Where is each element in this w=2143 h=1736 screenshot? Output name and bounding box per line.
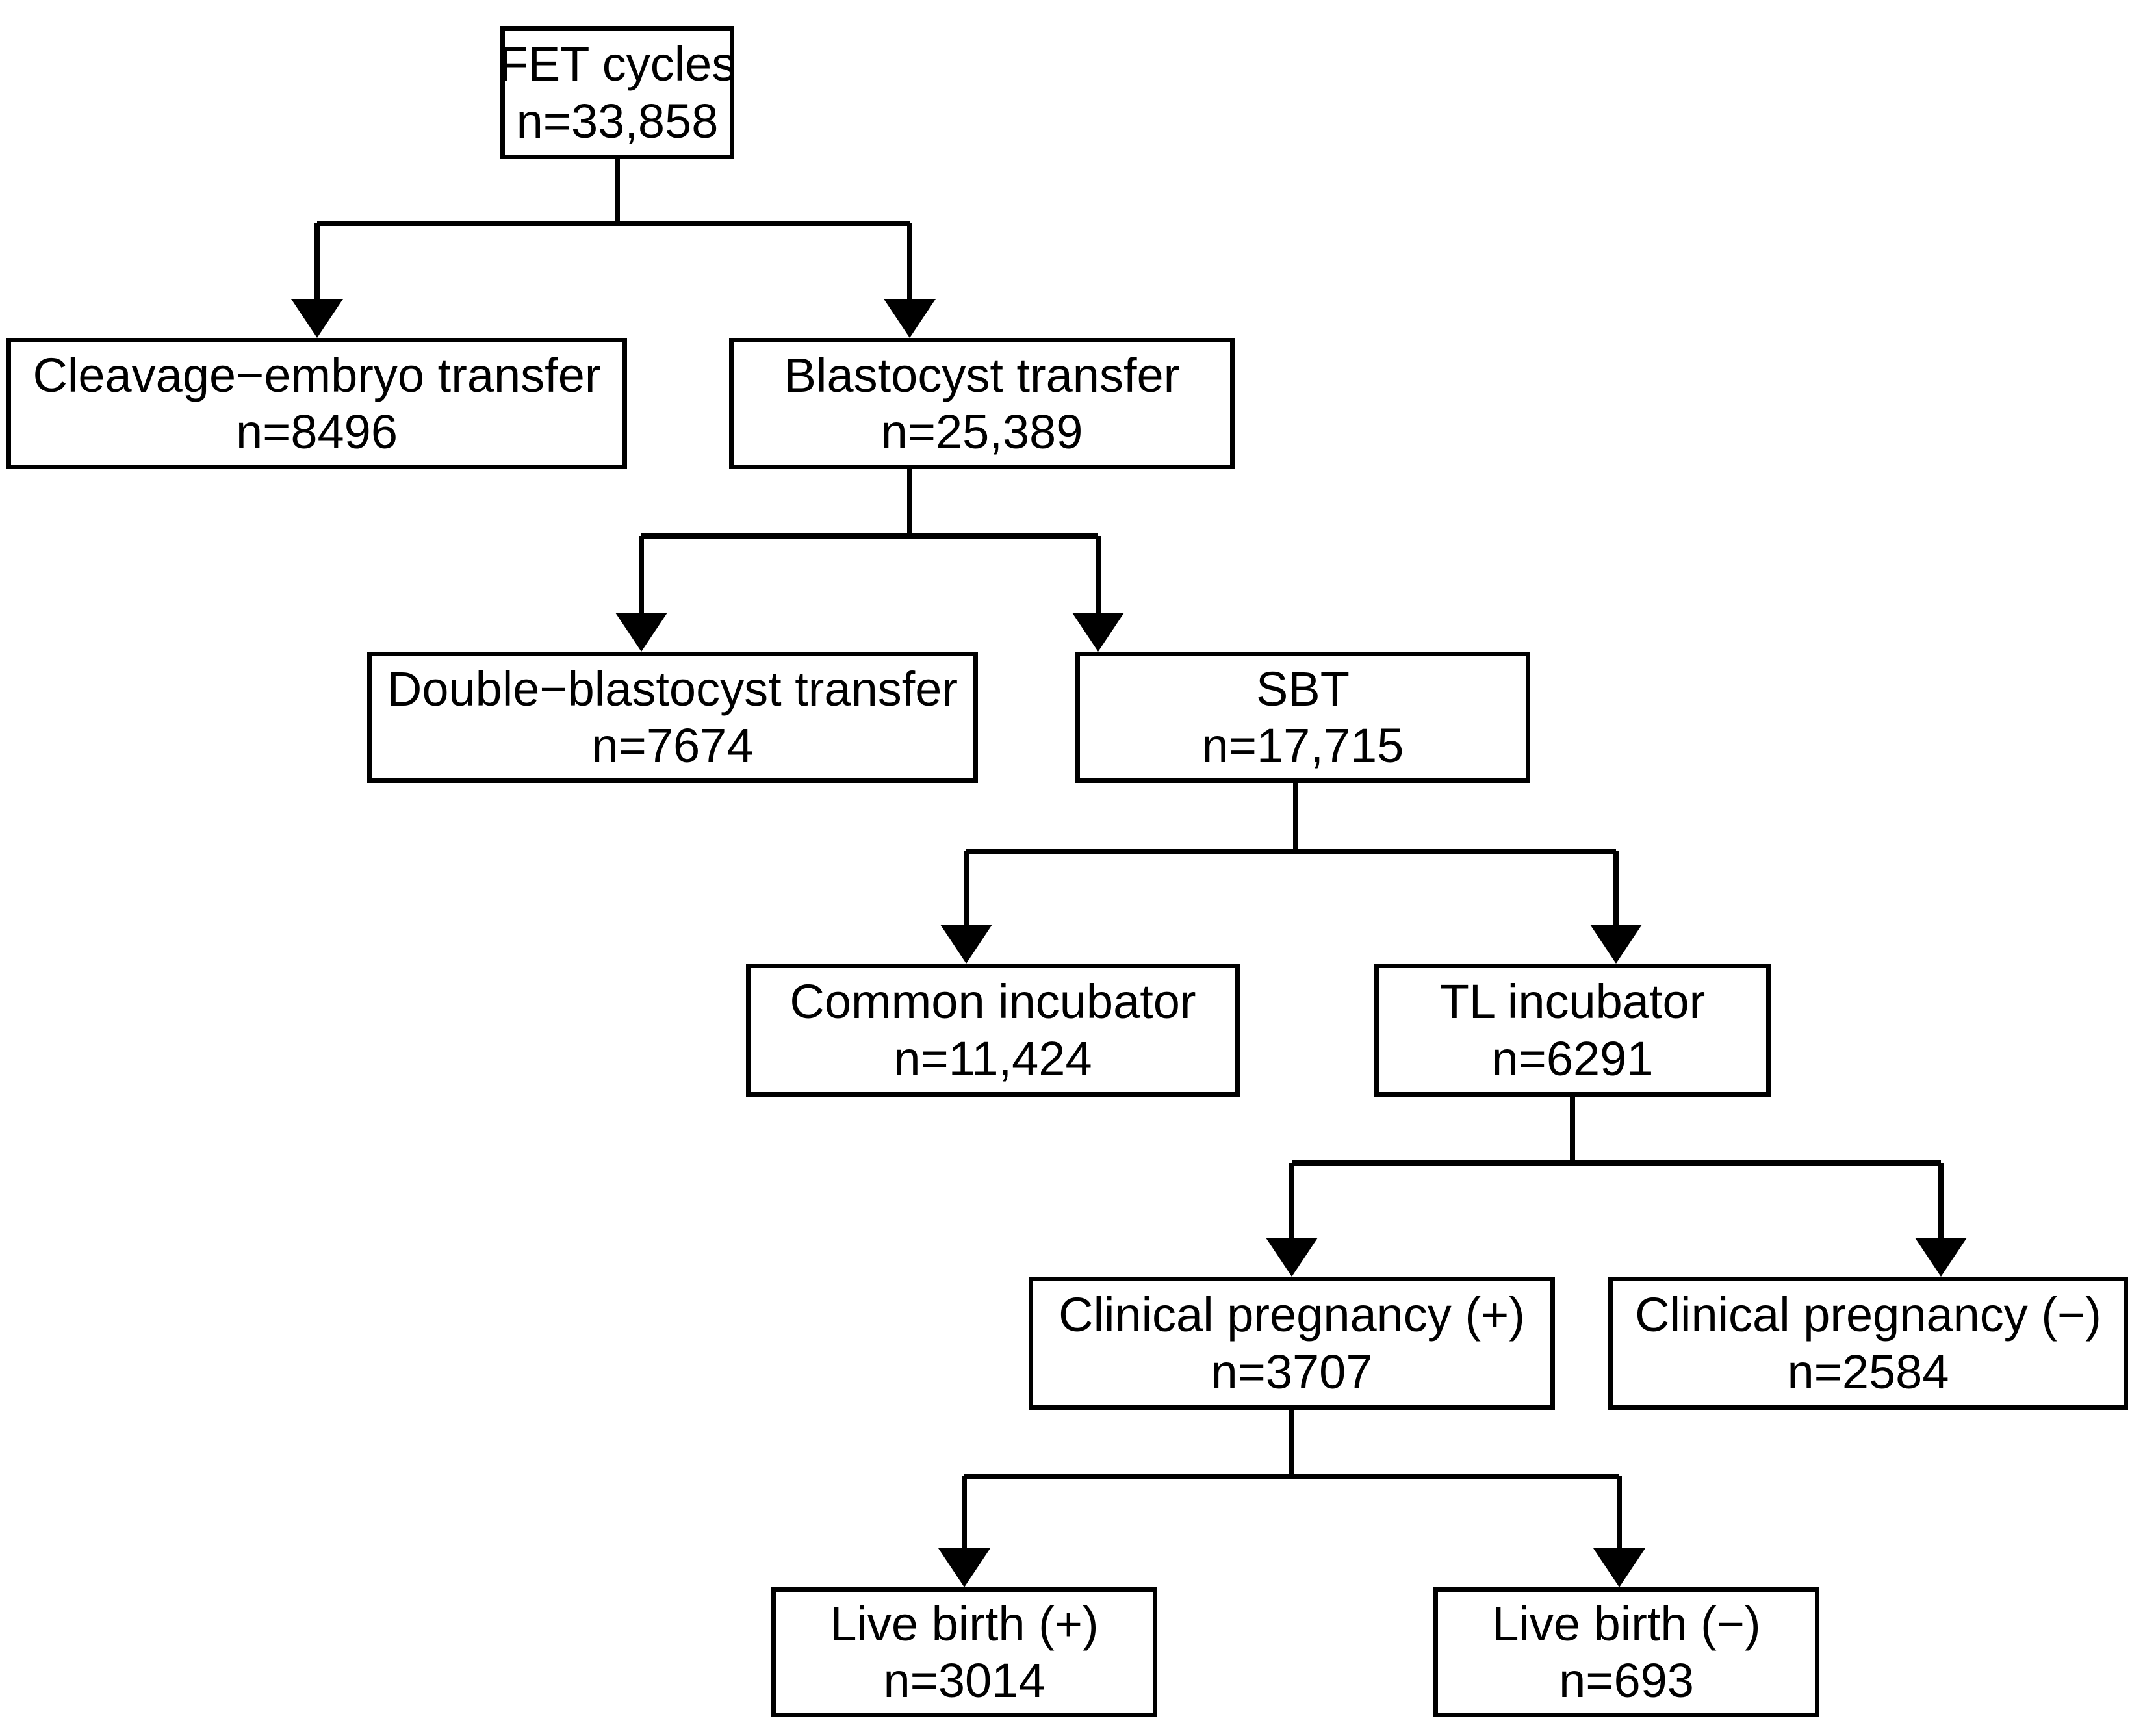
node-count: n=3014 — [883, 1653, 1046, 1707]
node-count: n=3707 — [1211, 1344, 1373, 1399]
arrowhead-down-icon — [940, 925, 992, 964]
node-blastocyst-transfer[interactable]: Blastocyst transfer n=25,389 — [729, 338, 1235, 469]
node-double-blastocyst-transfer[interactable]: Double−blastocyst transfer n=7674 — [367, 652, 978, 783]
arrowhead-down-icon — [884, 299, 936, 338]
edge-fet-to-children — [291, 159, 936, 338]
arrowhead-down-icon — [1072, 613, 1124, 652]
node-count: n=25,389 — [880, 405, 1083, 459]
node-live-birth-negative[interactable]: Live birth (−) n=693 — [1433, 1587, 1819, 1717]
node-label: Common incubator — [789, 975, 1196, 1029]
node-count: n=17,715 — [1201, 719, 1404, 772]
node-count: n=33,858 — [516, 94, 719, 148]
arrowhead-down-icon — [938, 1548, 990, 1587]
node-count: n=8496 — [236, 405, 398, 459]
arrowhead-down-icon — [291, 299, 343, 338]
node-common-incubator[interactable]: Common incubator n=11,424 — [746, 964, 1240, 1097]
arrowhead-down-icon — [1590, 925, 1642, 964]
arrowhead-down-icon — [1915, 1238, 1967, 1277]
arrowhead-down-icon — [1593, 1548, 1645, 1587]
edge-cp-to-children — [938, 1410, 1645, 1587]
node-label: Double−blastocyst transfer — [387, 661, 958, 716]
node-label: Live birth (+) — [830, 1596, 1099, 1651]
node-fet-cycles[interactable]: FET cycles n=33,858 — [498, 26, 736, 159]
node-count: n=7674 — [591, 719, 754, 772]
node-live-birth-positive[interactable]: Live birth (+) n=3014 — [771, 1587, 1157, 1717]
node-label: Clinical pregnancy (−) — [1635, 1288, 2101, 1342]
edge-sbt-to-children — [940, 783, 1642, 964]
node-clinical-pregnancy-negative[interactable]: Clinical pregnancy (−) n=2584 — [1608, 1277, 2128, 1410]
node-count: n=11,424 — [893, 1031, 1092, 1086]
node-label: Live birth (−) — [1492, 1596, 1761, 1651]
node-sbt[interactable]: SBT n=17,715 — [1075, 652, 1530, 783]
node-label: Clinical pregnancy (+) — [1059, 1288, 1525, 1342]
node-label: TL incubator — [1439, 975, 1706, 1029]
node-clinical-pregnancy-positive[interactable]: Clinical pregnancy (+) n=3707 — [1029, 1277, 1555, 1410]
edge-tl-to-children — [1266, 1097, 1967, 1277]
node-tl-incubator[interactable]: TL incubator n=6291 — [1374, 964, 1771, 1097]
node-label: Blastocyst transfer — [784, 348, 1180, 402]
node-count: n=6291 — [1491, 1031, 1654, 1086]
node-label: SBT — [1256, 661, 1350, 716]
node-count: n=693 — [1559, 1653, 1694, 1707]
node-label: FET cycles — [498, 37, 736, 92]
arrowhead-down-icon — [615, 613, 667, 652]
arrowhead-down-icon — [1266, 1238, 1318, 1277]
node-label: Cleavage−embryo transfer — [32, 348, 601, 402]
node-cleavage-embryo-transfer[interactable]: Cleavage−embryo transfer n=8496 — [6, 338, 627, 469]
node-count: n=2584 — [1787, 1344, 1949, 1399]
edge-blastocyst-to-children — [615, 469, 1124, 652]
